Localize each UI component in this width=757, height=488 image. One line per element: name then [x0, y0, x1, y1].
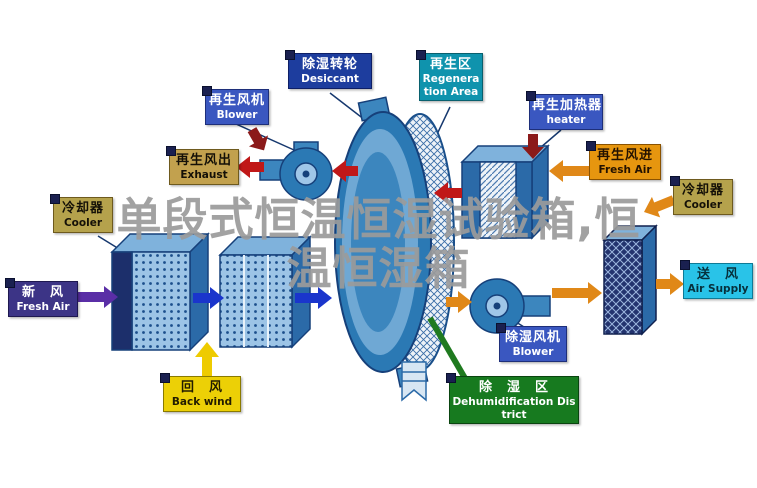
pretreatment-unit-box — [218, 235, 312, 349]
label-regeneration-area: 再生区 Regeneration Area — [416, 50, 483, 102]
label-zh: 送 风 — [696, 267, 739, 282]
label-desiccant-wheel: 除湿转轮 Desiccant — [285, 50, 372, 89]
label-dehumidification-district: 除 湿 区 Dehumidification District — [446, 373, 579, 425]
label-zh: 再生风机 — [208, 93, 265, 108]
label-en: Air Supply — [687, 283, 749, 296]
label-en: Fresh Air — [598, 164, 652, 177]
label-corner-marker-icon — [50, 194, 60, 204]
blower-down-arrow — [247, 127, 269, 151]
desiccant-wheel-shape — [334, 96, 455, 402]
regen-heater-box — [460, 144, 550, 240]
label-dehum-blower: 除湿风机 Blower — [496, 323, 567, 362]
air-supply-unit-box — [602, 224, 658, 336]
label-corner-marker-icon — [526, 91, 536, 101]
label-cooler-left: 冷却器 Cooler — [50, 194, 113, 233]
label-corner-marker-icon — [160, 373, 170, 383]
fresh-air-unit-box — [110, 232, 210, 352]
label-corner-marker-icon — [166, 146, 176, 156]
label-en: Desiccant — [301, 73, 359, 86]
label-corner-marker-icon — [586, 141, 596, 151]
label-regen-air-in: 再生风进 Fresh Air — [586, 141, 661, 180]
label-zh: 除 湿 区 — [478, 380, 549, 395]
wheel-to-regen-fan-arrow — [332, 160, 358, 182]
label-zh: 新 风 — [21, 285, 64, 300]
process-arrow-1 — [193, 287, 224, 309]
return-air-arrow — [195, 342, 219, 376]
label-zh: 除湿风机 — [504, 330, 561, 345]
label-zh: 再生加热器 — [532, 98, 603, 113]
heater-to-wheel-arrow — [434, 182, 462, 204]
dehum-zone-line — [427, 316, 469, 382]
label-corner-marker-icon — [285, 50, 295, 60]
label-en: Exhaust — [180, 169, 228, 182]
label-fresh-air-inlet: 新 风 Fresh Air — [5, 278, 78, 317]
label-regen-heater: 再生加热器 heater — [526, 91, 603, 130]
label-back-wind: 回 风 Back wind — [160, 373, 241, 412]
supply-arrow — [656, 273, 684, 295]
label-en: Cooler — [63, 217, 103, 230]
label-en: Regeneration Area — [422, 73, 480, 98]
exhaust-arrow — [236, 156, 264, 178]
label-zh: 除湿转轮 — [301, 57, 358, 72]
label-corner-marker-icon — [446, 373, 456, 383]
label-regen-blower: 再生风机 Blower — [202, 86, 269, 125]
label-corner-marker-icon — [670, 176, 680, 186]
label-air-supply: 送 风 Air Supply — [680, 260, 753, 299]
label-zh: 回 风 — [180, 380, 223, 395]
label-en: Blower — [512, 346, 554, 359]
fan-to-unit-arrow — [552, 282, 602, 304]
dehum-fan-shape — [469, 278, 551, 334]
heater-down-arrow — [522, 134, 544, 159]
label-zh: 再生区 — [429, 57, 472, 72]
label-zh: 冷却器 — [681, 183, 724, 198]
flow-arrows — [74, 127, 684, 382]
cooler-to-unit-arrow — [644, 195, 676, 218]
label-corner-marker-icon — [680, 260, 690, 270]
label-en: heater — [546, 114, 586, 127]
fresh-air-arrow — [74, 286, 118, 308]
label-regen-air-out: 再生风出 Exhaust — [166, 146, 239, 185]
label-en: Cooler — [683, 199, 723, 212]
label-zh: 再生风进 — [596, 148, 653, 163]
label-corner-marker-icon — [5, 278, 15, 288]
label-en: Blower — [216, 109, 258, 122]
label-corner-marker-icon — [202, 86, 212, 96]
process-arrow-2 — [295, 287, 332, 309]
label-zh: 再生风出 — [175, 153, 232, 168]
label-corner-marker-icon — [496, 323, 506, 333]
regen-fan-shape — [259, 141, 333, 201]
label-en: Back wind — [171, 396, 233, 409]
label-corner-marker-icon — [416, 50, 426, 60]
label-zh: 冷却器 — [61, 201, 104, 216]
label-en: Dehumidification District — [452, 396, 576, 421]
wheel-to-fan-arrow — [446, 291, 472, 313]
regen-air-in-arrow — [549, 160, 598, 182]
label-en: Fresh Air — [16, 301, 70, 314]
label-cooler-right: 冷却器 Cooler — [670, 176, 733, 215]
